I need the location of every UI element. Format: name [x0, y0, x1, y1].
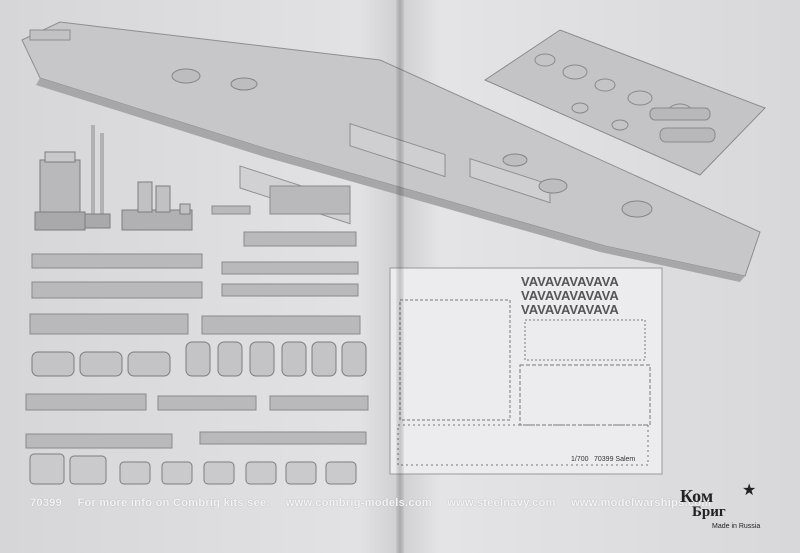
- website-modelwarships: www.modelwarships.com: [571, 497, 712, 509]
- photoetch-label: 70399 Salem: [594, 456, 636, 463]
- hull: [21, 21, 761, 282]
- website-steelnavy: www.steelnavy.com: [447, 497, 556, 509]
- logo-text-bottom: Бриг: [692, 504, 726, 520]
- photoetch-fret: [389, 267, 663, 475]
- photoetch-scale: 1/700: [571, 456, 589, 463]
- photoetch-pattern-row-2: VAVAVAVAVAVA: [521, 288, 619, 303]
- photoetch-pattern-row-1: VAVAVAVAVAVA: [521, 274, 619, 289]
- turret-bases: [29, 453, 357, 485]
- kit-code: 70399: [30, 497, 63, 509]
- sprue-strips: [25, 185, 369, 449]
- website-combrig: www.combrig-models.com: [285, 497, 432, 509]
- star-icon: ★: [742, 482, 757, 499]
- info-text: For more info on Combrig kits see:: [77, 497, 271, 509]
- made-in-russia: Made in Russia: [712, 523, 761, 530]
- gun-mounts: [31, 341, 367, 377]
- small-parts-sprue: [483, 29, 766, 176]
- photoetch-pattern-row-3: VAVAVAVAVAVA: [521, 302, 619, 317]
- masts: [84, 125, 111, 229]
- tower-part: [34, 151, 86, 231]
- footer-info: 70399 For more info on Combrig kits see:…: [30, 497, 723, 509]
- logo-text-top: Ком: [680, 486, 714, 506]
- combrig-logo: Ком ★ Бриг Made in Russia: [672, 478, 772, 538]
- funnels: [121, 181, 193, 231]
- page-fold: [396, 0, 404, 553]
